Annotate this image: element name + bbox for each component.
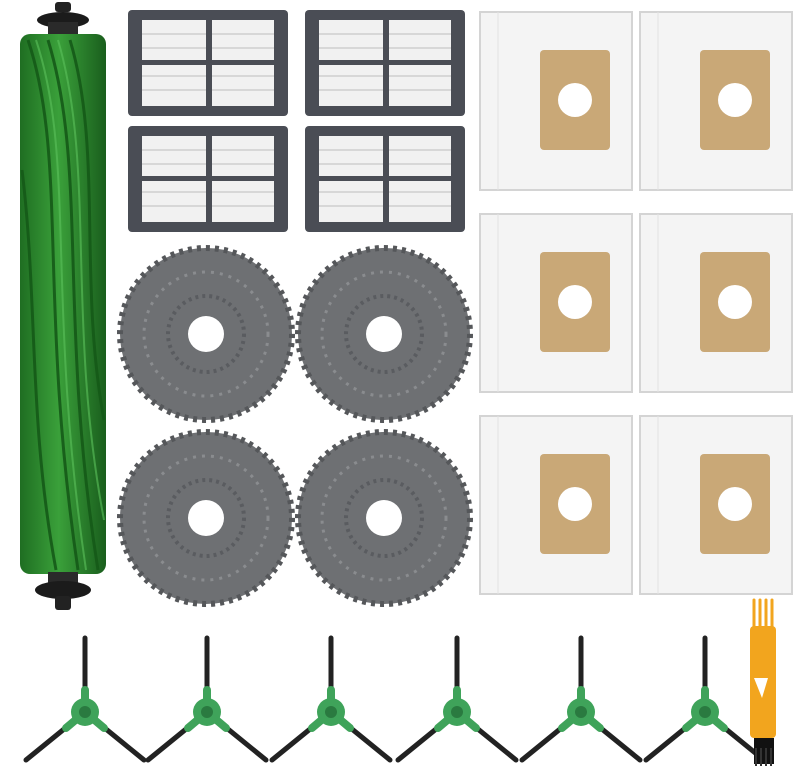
mop-pad xyxy=(116,244,296,424)
dust-bag xyxy=(638,414,794,596)
dust-bag xyxy=(638,212,794,394)
mop-pad xyxy=(116,428,296,608)
dust-bag xyxy=(638,10,794,192)
side-brush xyxy=(20,632,150,774)
cleaning-tool xyxy=(744,598,784,770)
mop-pad xyxy=(294,428,474,608)
side-brush xyxy=(142,632,272,774)
dust-bag xyxy=(478,212,634,394)
roller-brush xyxy=(8,0,118,620)
side-brush xyxy=(266,632,396,774)
side-brush xyxy=(392,632,522,774)
dust-bag xyxy=(478,414,634,596)
hepa-filter xyxy=(305,126,465,232)
mop-pad xyxy=(294,244,474,424)
hepa-filter xyxy=(305,10,465,116)
hepa-filter xyxy=(128,126,288,232)
side-brush xyxy=(516,632,646,774)
dust-bag xyxy=(478,10,634,192)
hepa-filter xyxy=(128,10,288,116)
